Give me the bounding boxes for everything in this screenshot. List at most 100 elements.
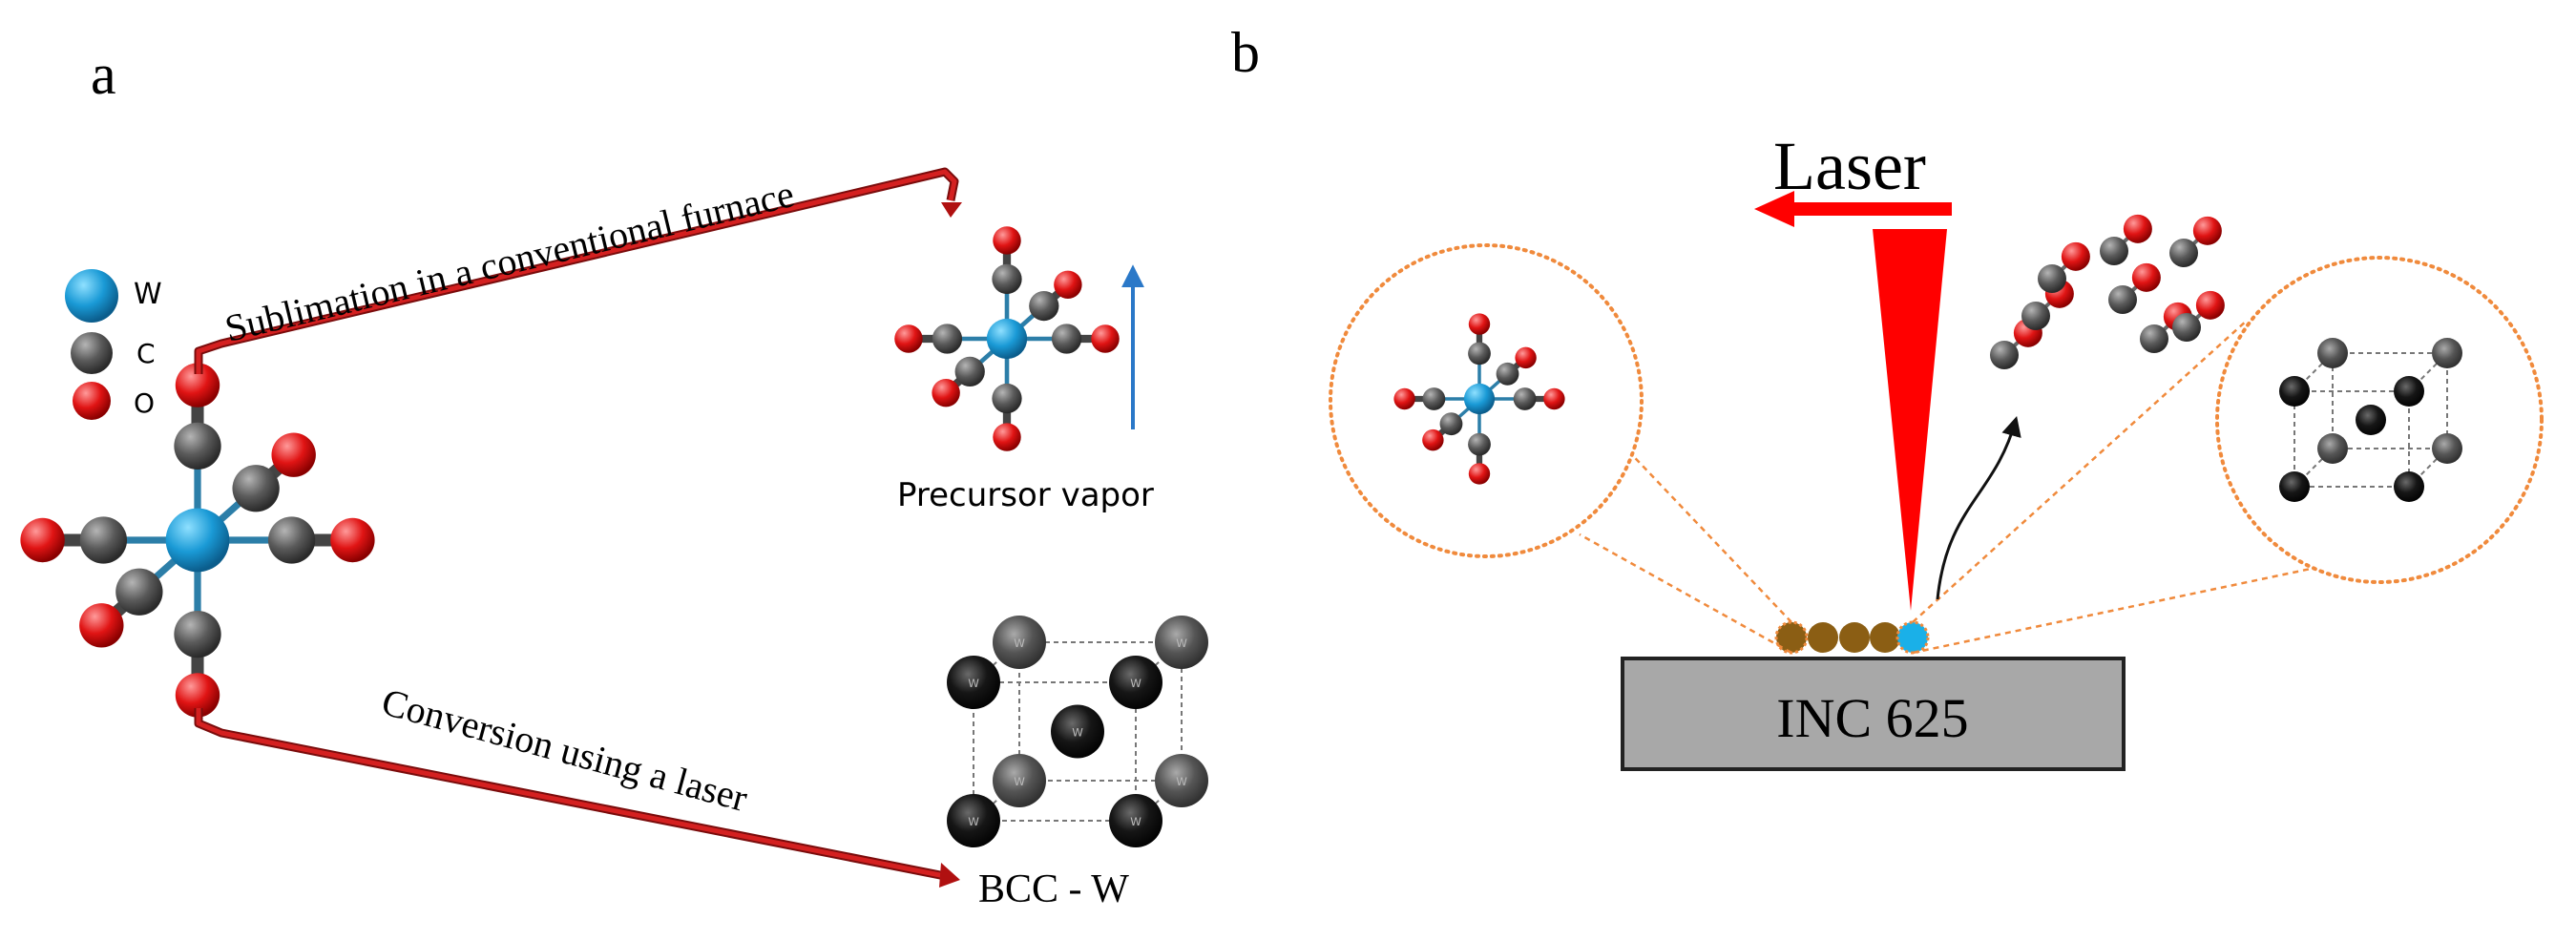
oxygen-atom (1422, 428, 1444, 451)
co-carbon-atom (2172, 313, 2201, 342)
oxygen-atom (993, 226, 1021, 255)
carbon-atom (1513, 387, 1537, 410)
tungsten-atom (165, 508, 230, 573)
body-center-atom (1051, 704, 1104, 759)
co-carbon-atom (2038, 264, 2066, 293)
panel-a-label: a (91, 43, 116, 106)
oxygen-atom (20, 517, 65, 563)
atom-letter: W (968, 677, 979, 690)
front-corner-atom (2394, 376, 2424, 407)
back-corner-atom (1155, 616, 1208, 669)
back-corner-atom (2432, 433, 2462, 464)
tungsten-legend-label: W (134, 278, 162, 311)
co-oxygen-atom (2192, 216, 2222, 245)
front-corner-atom (2394, 471, 2424, 502)
back-corner-atom (2317, 433, 2348, 464)
sublimation-arrowhead (941, 202, 962, 218)
released-co-molecules (1990, 214, 2225, 369)
carbon-atom (1439, 412, 1463, 436)
back-corner-atom (993, 754, 1046, 807)
carbon-atom (1468, 342, 1491, 366)
tungsten-atom (1463, 383, 1496, 415)
oxygen-atom (1468, 313, 1491, 335)
co-carbon-atom (2100, 237, 2128, 265)
laser-label: Laser (1773, 128, 1926, 204)
carbon-atom (954, 356, 985, 387)
tungsten-hexacarbonyl-molecule (20, 363, 375, 718)
co-carbon-atom (2169, 239, 2198, 267)
carbon-atom (79, 516, 128, 564)
oxygen-atom (993, 423, 1021, 451)
deposit-particle (1839, 622, 1870, 653)
tungsten-legend-atom (65, 269, 118, 323)
oxygen-legend-atom (73, 382, 111, 420)
co-oxygen-atom (2131, 262, 2161, 292)
oxygen-atom (1468, 463, 1491, 485)
oxygen-atom (271, 432, 316, 477)
scan-direction-arrowhead (1754, 191, 1794, 227)
front-corner-atom (1109, 794, 1162, 847)
oxygen-atom (330, 517, 375, 563)
oxygen-atom (175, 363, 220, 407)
body-center-atom (2356, 405, 2386, 435)
atom-letter: W (1014, 775, 1025, 788)
carbon-atom (1051, 324, 1082, 354)
carbon-atom (1422, 387, 1446, 410)
co-carbon-atom (2108, 285, 2137, 314)
oxygen-atom (79, 603, 124, 648)
co-release-arrow (1936, 415, 2021, 600)
oxygen-atom (932, 378, 960, 407)
bcc-w-label: BCC - W (978, 867, 1129, 911)
tungsten-atom (986, 318, 1028, 360)
co-carbon-atom (2021, 302, 2050, 330)
co-oxygen-atom (2061, 241, 2090, 271)
oxygen-atom (894, 324, 923, 353)
atom-letter: W (1014, 637, 1025, 650)
carbon-atom (992, 263, 1022, 295)
deposit-particle (1808, 622, 1838, 653)
front-corner-atom (2279, 471, 2310, 502)
back-corner-atom (993, 616, 1046, 669)
front-corner-atom (1109, 656, 1162, 709)
active-deposition-spot (1895, 620, 1930, 655)
atom-letter: W (1176, 775, 1187, 788)
substrate-block (1621, 657, 2126, 771)
front-corner-atom (947, 656, 1000, 709)
carbon-atom (1496, 362, 1519, 386)
carbon-atom (932, 324, 963, 354)
carbon-atom (232, 465, 280, 512)
carbon-atom (115, 568, 163, 616)
oxygen-atom (175, 673, 220, 718)
front-corner-atom (947, 794, 1000, 847)
sublimation-text: Sublimation in a conventional furnace (220, 172, 798, 350)
carbon-legend-label: C (136, 338, 156, 369)
deposit-particle (1774, 620, 1809, 655)
co-oxygen-atom (2195, 290, 2225, 320)
co-carbon-atom (1990, 341, 2019, 369)
carbon-atom (1468, 432, 1491, 456)
carbon-atom (992, 383, 1022, 414)
oxygen-atom (1543, 387, 1565, 410)
scan-direction-arrow-shaft (1790, 202, 1952, 216)
atom-letter: W (1130, 815, 1141, 828)
back-corner-atom (2317, 338, 2348, 368)
conversion-arrowhead (939, 863, 960, 888)
carbon-atom (267, 516, 316, 564)
atom-legend: W C O (65, 269, 162, 420)
front-corner-atom (2279, 376, 2310, 407)
sublimation-text-path: Sublimation in a conventional furnace (220, 172, 798, 350)
carbon-legend-atom (71, 332, 113, 374)
oxygen-legend-label: O (134, 387, 155, 419)
oxygen-atom (1054, 270, 1082, 300)
deposit-particle (1870, 622, 1900, 653)
atom-letter: W (968, 815, 979, 828)
carbon-atom (1029, 290, 1059, 322)
deposited-layer (1774, 620, 1930, 655)
atom-letter: W (1176, 637, 1187, 650)
precursor-vapor-molecule (894, 226, 1120, 451)
laser-beam (1873, 229, 1947, 611)
atom-letter: W (1130, 677, 1141, 690)
oxygen-atom (1393, 387, 1415, 410)
